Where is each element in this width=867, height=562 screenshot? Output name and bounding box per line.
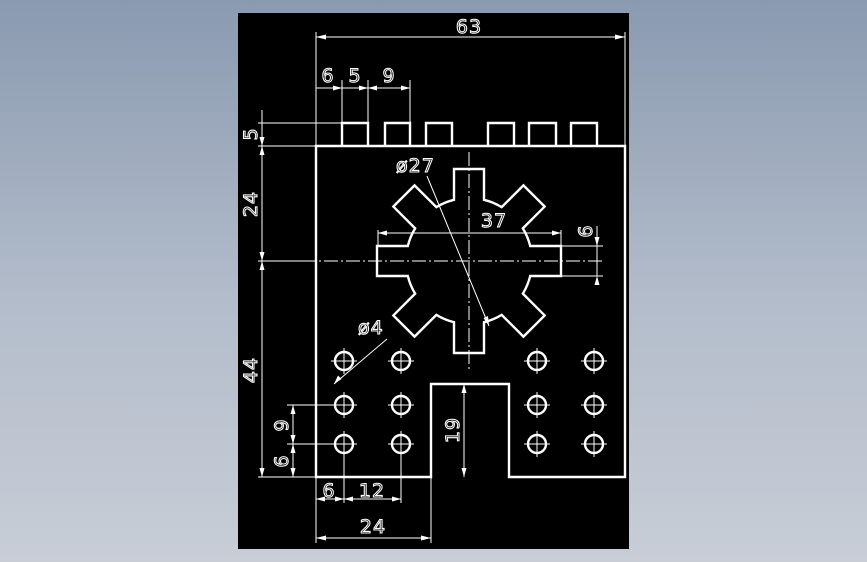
dim-gear-span: 37	[481, 210, 507, 232]
part-outline	[314, 144, 627, 479]
dim-hole-col-pitch: 12	[359, 480, 385, 502]
dim-tooth-width: 6	[575, 224, 597, 237]
mounting-hole	[524, 392, 550, 418]
mounting-hole	[388, 348, 414, 374]
top-tab	[527, 121, 558, 146]
dim-hole-left-offset: 6	[322, 480, 335, 502]
dim-hole-row-offset: 6	[271, 454, 293, 467]
top-tab	[486, 121, 516, 146]
dim-tab-width: 5	[348, 65, 361, 87]
top-tab	[424, 121, 454, 146]
top-tab	[340, 121, 370, 146]
dim-tab-height: 5	[240, 127, 262, 140]
mounting-hole	[581, 348, 607, 374]
dim-tab-pitch: 9	[382, 65, 395, 87]
dimension-arrows	[259, 34, 625, 541]
gear-cutout	[375, 167, 563, 355]
mounting-hole	[524, 431, 550, 457]
top-tab	[569, 121, 599, 146]
top-tabs	[340, 121, 599, 146]
dim-slot-depth: 19	[442, 417, 464, 443]
dim-hole-diameter: ø4	[358, 317, 384, 339]
dim-tab-offset: 6	[321, 65, 334, 87]
dim-overall-width: 63	[456, 16, 482, 38]
drawing-sheet-background	[238, 13, 629, 549]
dim-slot-offset: 24	[360, 516, 386, 538]
mounting-hole	[388, 392, 414, 418]
dimension-lines	[258, 32, 626, 543]
mounting-hole	[524, 348, 550, 374]
dim-hole-row-pitch: 9	[271, 418, 293, 431]
mounting-hole	[331, 348, 357, 374]
mounting-hole	[581, 392, 607, 418]
dim-top-to-center: 24	[240, 191, 262, 217]
dim-gear-diameter: ø27	[396, 155, 435, 177]
top-tab	[383, 121, 412, 146]
mounting-hole	[581, 431, 607, 457]
dim-center-to-bottom: 44	[240, 357, 262, 383]
